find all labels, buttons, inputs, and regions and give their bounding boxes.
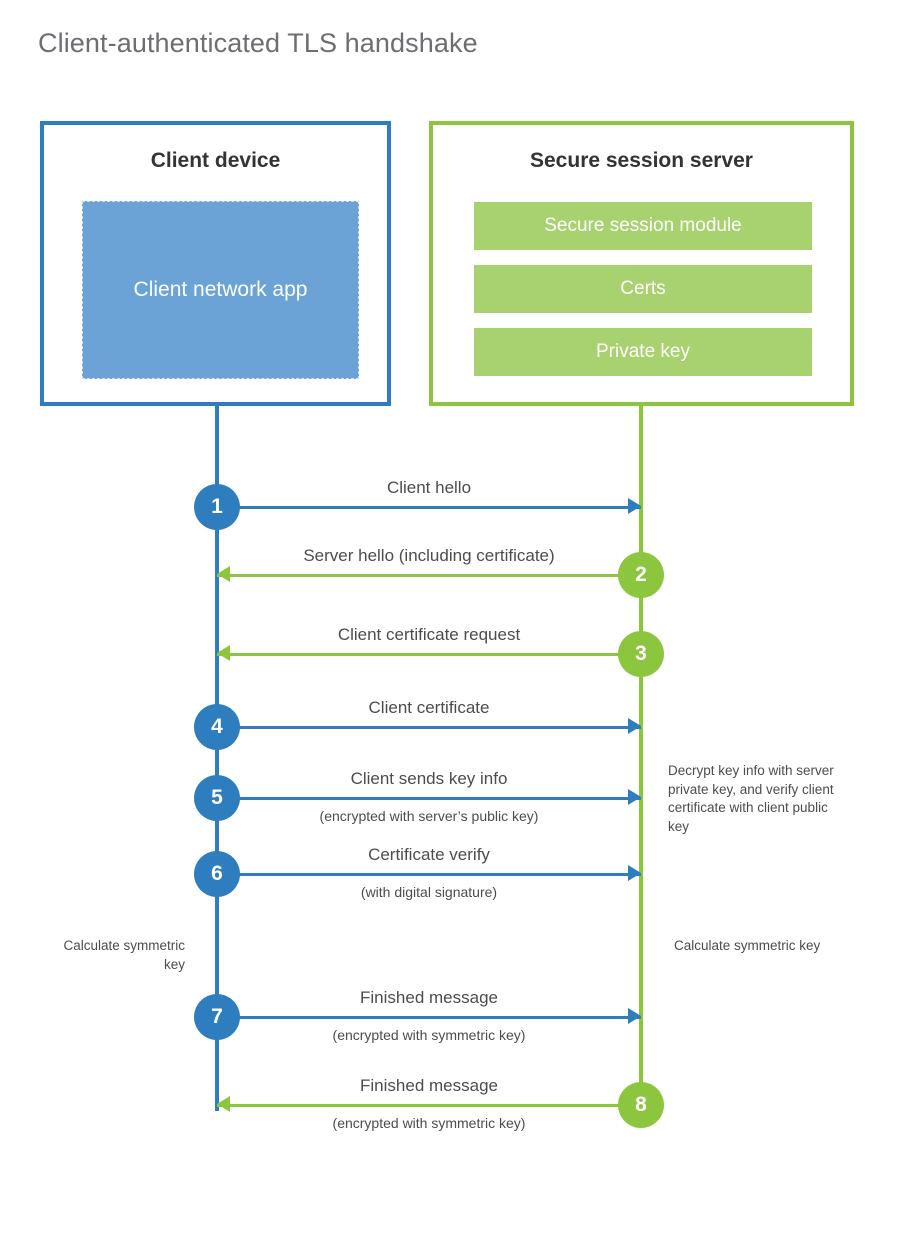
arrow-line (217, 653, 641, 656)
step-circle-3[interactable]: 3 (618, 631, 664, 677)
client-network-app-box: Client network app (82, 201, 359, 379)
arrow-head (628, 718, 641, 734)
arrow-line (217, 726, 641, 729)
server-item-secure-session-module: Secure session module (474, 202, 812, 250)
message-sublabel: (encrypted with symmetric key) (332, 1115, 526, 1131)
arrow-head (217, 1096, 230, 1112)
client-lifeline (215, 405, 219, 1111)
note-calculate-symmetric-key-client: Calculate symmetric key (63, 938, 185, 972)
secure-session-server-title: Secure session server (530, 149, 753, 172)
message-label: Certificate verify (368, 845, 490, 864)
arrow-line (217, 506, 641, 509)
arrow-head (217, 566, 230, 582)
arrow-line (217, 1104, 641, 1107)
step-circle-8[interactable]: 8 (618, 1082, 664, 1128)
message-sublabel: (encrypted with symmetric key) (332, 1027, 526, 1043)
secure-session-server-box: Secure session server Secure session mod… (429, 121, 854, 406)
page-title: Client-authenticated TLS handshake (38, 28, 478, 58)
step-circle-7[interactable]: 7 (194, 994, 240, 1040)
message-label: Finished message (360, 1076, 498, 1095)
arrow-line (217, 574, 641, 577)
server-item-certs: Certs (474, 265, 812, 313)
arrow-head (628, 1008, 641, 1024)
step-circle-6[interactable]: 6 (194, 851, 240, 897)
server-lifeline (639, 405, 643, 1105)
message-sublabel: (encrypted with server’s public key) (319, 808, 539, 824)
message-label: Client certificate (368, 698, 490, 717)
step-circle-1[interactable]: 1 (194, 484, 240, 530)
message-label: Client sends key info (350, 769, 508, 788)
step-circle-2[interactable]: 2 (618, 552, 664, 598)
arrow-line (217, 797, 641, 800)
note-decrypt-key-info: Decrypt key info with server private key… (668, 763, 834, 834)
arrow-head (628, 789, 641, 805)
arrow-head (217, 645, 230, 661)
client-device-box: Client device Client network app (40, 121, 391, 406)
arrow-line (217, 1016, 641, 1019)
message-label: Server hello (including certificate) (303, 546, 555, 565)
message-label: Client certificate request (337, 625, 521, 644)
message-label: Finished message (360, 988, 498, 1007)
note-calculate-symmetric-key-server: Calculate symmetric key (674, 938, 821, 953)
server-item-private-key: Private key (474, 328, 812, 376)
message-sublabel: (with digital signature) (360, 884, 498, 900)
step-circle-4[interactable]: 4 (194, 704, 240, 750)
arrow-head (628, 498, 641, 514)
arrow-line (217, 873, 641, 876)
step-circle-5[interactable]: 5 (194, 775, 240, 821)
arrow-head (628, 865, 641, 881)
client-device-title: Client device (150, 149, 281, 172)
message-label: Client hello (386, 478, 472, 497)
